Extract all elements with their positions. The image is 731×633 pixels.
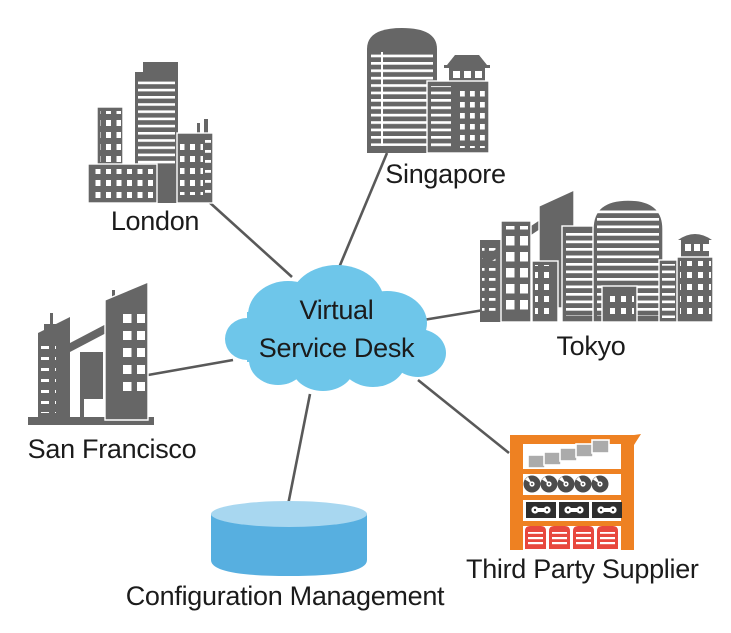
shelf-frame xyxy=(510,434,641,550)
hub-label-line2: Service Desk xyxy=(258,333,415,363)
san-francisco-label: San Francisco xyxy=(27,434,197,464)
tokyo-skyline-icon xyxy=(480,188,714,323)
cloud-icon xyxy=(225,265,446,391)
shelf-tapes xyxy=(526,502,622,518)
hub-label-line1: Virtual xyxy=(299,295,374,325)
singapore-skyline-icon xyxy=(367,28,490,154)
singapore-label: Singapore xyxy=(385,159,506,189)
edge-london xyxy=(207,200,293,278)
tokyo-label: Tokyo xyxy=(556,331,626,361)
edge-third-party-supplier xyxy=(417,378,510,455)
third-party-supplier-label: Third Party Supplier xyxy=(466,554,699,584)
hub-label: Virtual Service Desk xyxy=(224,291,449,367)
edge-san-francisco xyxy=(147,358,234,377)
san-francisco-skyline-icon xyxy=(28,280,154,425)
london-skyline-icon xyxy=(87,62,214,204)
edge-singapore xyxy=(336,152,389,271)
database-cylinder-icon xyxy=(211,501,367,576)
shelf-cartons xyxy=(525,526,618,549)
shelf-discs xyxy=(523,475,609,493)
supply-shelf-icon xyxy=(510,434,641,550)
shelf-boxes xyxy=(527,439,610,469)
london-label: London xyxy=(110,206,200,236)
edge-tokyo xyxy=(416,307,491,323)
edge-configuration-management xyxy=(286,393,312,506)
configuration-management-label: Configuration Management xyxy=(125,581,445,611)
